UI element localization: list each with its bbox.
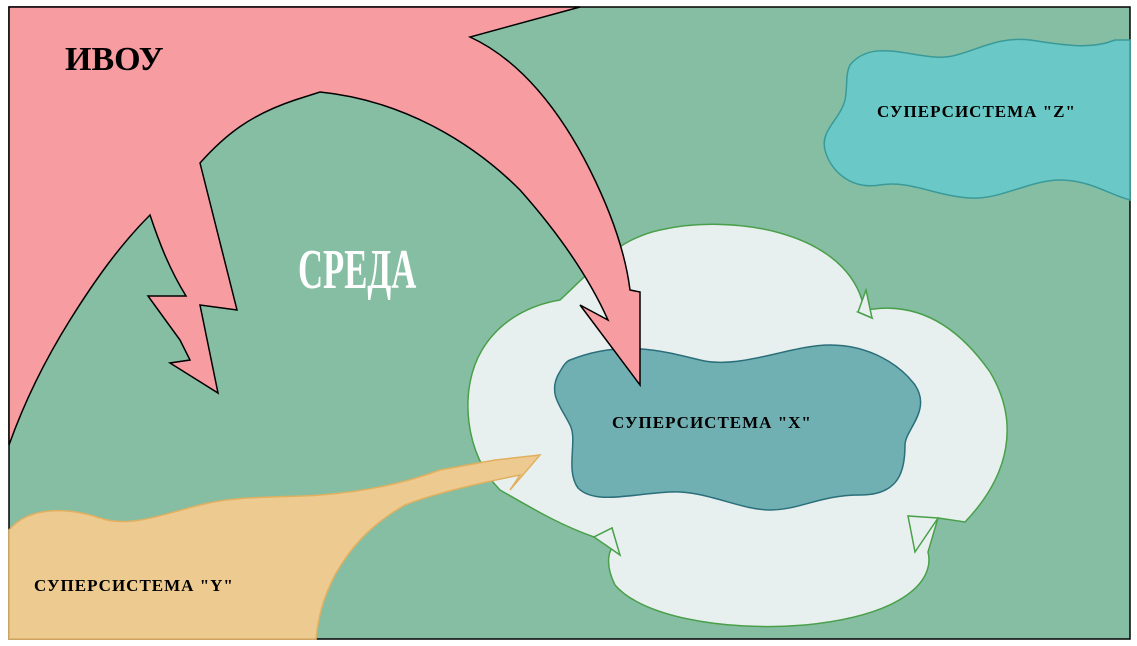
ivou-label: ИВОУ [65,41,164,78]
ivou-influence [8,6,641,446]
feedback-arrow-bottom-left [592,526,622,557]
supersystem-y-area [8,454,542,640]
supersystem-z-cloud [823,38,1131,201]
supersystem-y-label: СУПЕРСИСТЕМА "Y" [34,576,234,595]
environment-label: СРЕДА [298,239,417,302]
supersystem-z-label: СУПЕРСИСТЕМА "Z" [877,102,1076,121]
supersystem-x-core [553,344,922,511]
feedback-arrow-top-right [857,287,874,320]
feedback-arrow-bottom-right [907,515,940,554]
supersystem-x-label: СУПЕРСИСТЕМА "X" [612,413,812,432]
